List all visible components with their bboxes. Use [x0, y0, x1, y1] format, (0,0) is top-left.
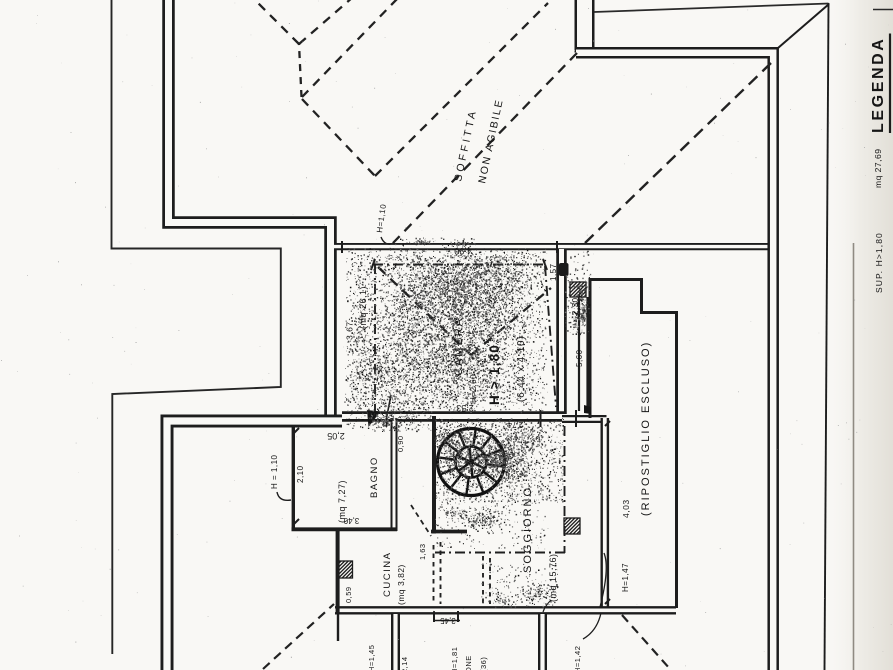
svg-text:(RIPOSTIGLIO ESCLUSO): (RIPOSTIGLIO ESCLUSO) [640, 341, 652, 516]
svg-text:2,10: 2,10 [296, 465, 305, 483]
svg-text:H=1,81: H=1,81 [450, 647, 459, 670]
svg-text:2,74: 2,74 [507, 420, 523, 429]
svg-text:H=1,10: H=1,10 [375, 203, 388, 233]
svg-text:2,30: 2,30 [571, 297, 580, 315]
svg-text:4,03: 4,03 [621, 499, 631, 518]
svg-text:3,67: 3,67 [345, 321, 355, 340]
svg-text:(36): (36) [479, 657, 488, 670]
svg-text:0,90: 0,90 [396, 435, 405, 452]
svg-text:4,90: 4,90 [454, 246, 472, 256]
svg-text:(mq 15,76): (mq 15,76) [548, 553, 558, 602]
svg-text:5,60: 5,60 [575, 349, 584, 367]
svg-text:0,59: 0,59 [344, 586, 353, 603]
svg-text:SOGGIORNO: SOGGIORNO [522, 486, 534, 573]
svg-text:CUCINA: CUCINA [382, 552, 393, 597]
svg-text:BAGNO: BAGNO [369, 456, 380, 498]
svg-text:mq 27,69: mq 27,69 [873, 149, 883, 188]
svg-text:1,57: 1,57 [549, 263, 558, 281]
svg-text:H=1,47: H=1,47 [621, 563, 630, 592]
svg-text:3,45: 3,45 [440, 616, 456, 625]
svg-text:2,53: 2,53 [456, 403, 474, 413]
svg-text:2,14: 2,14 [400, 656, 409, 670]
svg-text:H > 1,80: H > 1,80 [487, 344, 502, 405]
svg-text:(mq 7,27): (mq 7,27) [337, 480, 347, 523]
svg-text:(mq 26,1): (mq 26,1) [358, 286, 368, 329]
svg-text:H = 1,10: H = 1,10 [270, 454, 279, 489]
svg-text:(6,44 x 4,10): (6,44 x 4,10) [516, 335, 527, 402]
svg-text:H=2,60: H=2,60 [469, 374, 478, 403]
svg-text:ONE: ONE [464, 655, 473, 670]
svg-text:1,63: 1,63 [418, 543, 427, 560]
svg-text:(mq 3,82): (mq 3,82) [396, 564, 406, 605]
svg-text:2,05: 2,05 [327, 431, 345, 441]
svg-text:CAMERA: CAMERA [453, 317, 465, 376]
svg-text:SUP. H>1,80: SUP. H>1,80 [874, 232, 884, 293]
svg-text:H=1,42: H=1,42 [573, 646, 582, 670]
svg-text:LEGENDA: LEGENDA [870, 37, 887, 133]
svg-text:3,40: 3,40 [343, 516, 359, 525]
svg-text:H=1,45: H=1,45 [367, 645, 376, 670]
